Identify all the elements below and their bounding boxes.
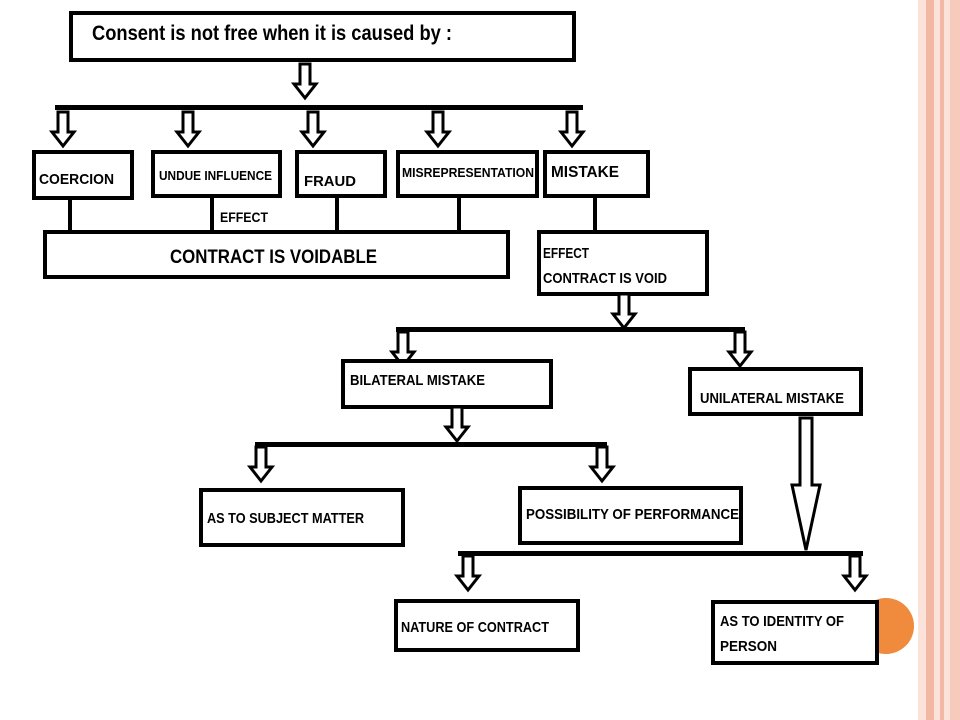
void-effect-box: EFFECT CONTRACT IS VOID	[537, 230, 709, 296]
subject-matter-box: AS TO SUBJECT MATTER	[199, 488, 405, 547]
connector-undue-influence	[210, 196, 214, 232]
identity-label-line2: PERSON	[720, 638, 777, 655]
connector-fraud	[335, 196, 339, 232]
arrow-undue-influence	[175, 110, 201, 148]
arrow-subject-matter	[248, 445, 274, 483]
arrow-unilateral	[727, 330, 753, 368]
voidable-label: CONTRACT IS VOIDABLE	[170, 247, 377, 268]
undue-influence-label: UNDUE INFLUENCE	[159, 168, 272, 183]
top-branch-bar	[55, 105, 583, 110]
mistake-label: MISTAKE	[551, 164, 619, 181]
void-effect-line2: CONTRACT IS VOID	[543, 270, 667, 287]
mistake-branch-bar	[396, 327, 745, 332]
arrow-bilateral-down	[444, 405, 470, 443]
undue-influence-box: UNDUE INFLUENCE	[151, 150, 282, 198]
unilateral-mistake-label: UNILATERAL MISTAKE	[700, 390, 844, 407]
slide-edge-stripe-1	[926, 0, 934, 720]
connector-misrepresentation	[457, 196, 461, 232]
unilateral-branch-bar	[458, 551, 863, 556]
voidable-box: CONTRACT IS VOIDABLE	[43, 230, 510, 279]
unilateral-mistake-box: UNILATERAL MISTAKE	[688, 367, 863, 416]
void-effect-line1: EFFECT	[543, 245, 589, 262]
coercion-label: COERCION	[39, 171, 114, 188]
bilateral-mistake-box: BILATERAL MISTAKE	[341, 359, 553, 409]
arrow-nature-of-contract	[455, 554, 481, 592]
arrow-fraud	[300, 110, 326, 148]
bilateral-branch-bar	[255, 442, 607, 447]
arrow-void-down	[611, 292, 637, 330]
possibility-box: POSSIBILITY OF PERFORMANCE	[518, 486, 743, 545]
arrow-title-down	[292, 62, 318, 100]
connector-coercion	[68, 198, 72, 232]
fraud-box: FRAUD	[295, 150, 387, 198]
title-box: Consent is not free when it is caused by…	[69, 11, 576, 62]
arrow-mistake	[559, 110, 585, 148]
arrow-identity	[842, 554, 868, 592]
nature-of-contract-label: NATURE OF CONTRACT	[401, 619, 549, 636]
identity-label-line1: AS TO IDENTITY OF	[720, 613, 844, 630]
identity-box: AS TO IDENTITY OF PERSON	[711, 600, 879, 665]
nature-of-contract-box: NATURE OF CONTRACT	[394, 599, 580, 652]
subject-matter-label: AS TO SUBJECT MATTER	[207, 510, 364, 527]
misrepresentation-box: MISREPRESENTATION	[396, 150, 539, 198]
title-text: Consent is not free when it is caused by…	[92, 22, 452, 45]
bilateral-mistake-label: BILATERAL MISTAKE	[350, 372, 485, 389]
effect-label: EFFECT	[220, 209, 268, 225]
connector-mistake	[593, 196, 597, 232]
arrow-possibility	[589, 445, 615, 483]
arrow-unilateral-long	[790, 416, 822, 551]
fraud-label: FRAUD	[304, 173, 356, 190]
slide-edge-stripe-2	[940, 0, 944, 720]
mistake-box: MISTAKE	[543, 150, 650, 198]
coercion-box: COERCION	[32, 150, 134, 200]
arrow-coercion	[50, 110, 76, 148]
misrepresentation-label: MISREPRESENTATION	[402, 165, 534, 180]
arrow-misrepresentation	[425, 110, 451, 148]
possibility-label: POSSIBILITY OF PERFORMANCE	[526, 506, 739, 523]
slide-edge-stripe-3	[950, 0, 960, 720]
